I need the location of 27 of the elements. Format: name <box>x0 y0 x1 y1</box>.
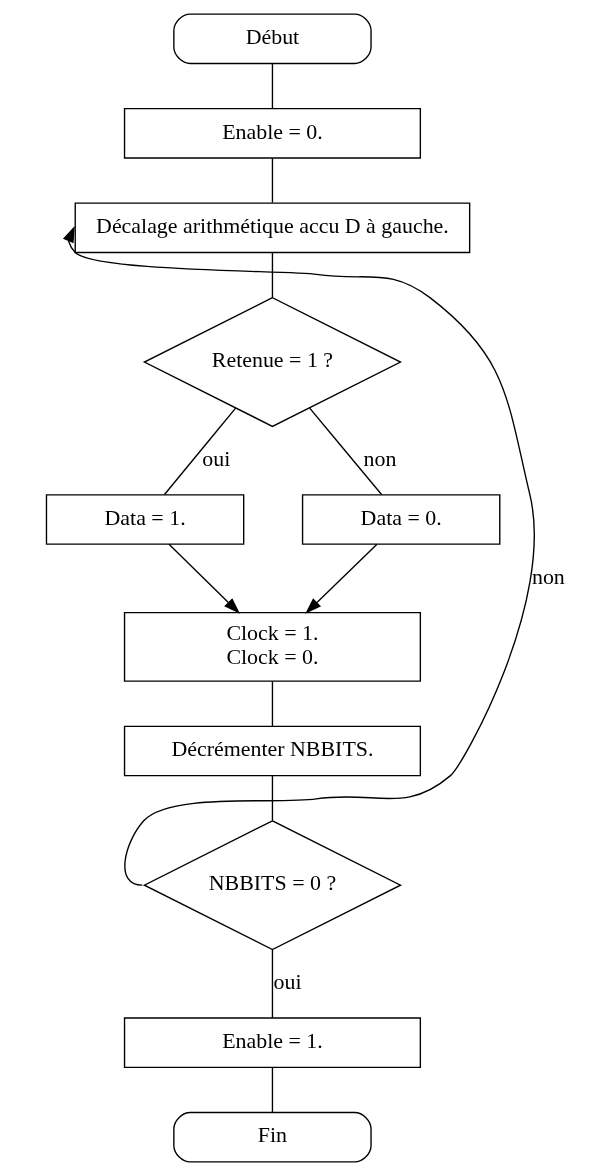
connector <box>271 680 274 727</box>
connector <box>163 407 237 496</box>
node-box: Enable = 1. <box>123 1017 422 1068</box>
connector <box>271 1067 274 1113</box>
edge-label: oui <box>273 968 302 994</box>
node-diamond: NBBITS = 0 ? <box>142 820 403 951</box>
node-box: Clock = 1. Clock = 0. <box>123 611 422 682</box>
connector <box>271 157 274 204</box>
edge-label: oui <box>202 445 231 471</box>
connector <box>271 949 274 1019</box>
arrow <box>168 543 240 614</box>
node-box: Enable = 0. <box>123 108 422 159</box>
node-diamond: Retenue = 1 ? <box>142 296 403 428</box>
connector <box>271 775 274 822</box>
node-box: Fin <box>173 1111 372 1163</box>
edge-label: non <box>531 563 565 589</box>
arrow <box>62 225 535 886</box>
node-box: Data = 1. <box>45 494 245 545</box>
connector <box>271 63 274 109</box>
edge-label: non <box>363 445 397 471</box>
node-box: Décalage arithmétique accu D à gauche. <box>74 202 471 254</box>
node-box: Data = 0. <box>301 494 501 545</box>
node-box: Début <box>173 13 372 65</box>
node-box: Décrémenter NBBITS. <box>123 725 422 777</box>
connector <box>271 252 274 298</box>
connector <box>309 407 383 496</box>
arrow <box>305 543 378 614</box>
